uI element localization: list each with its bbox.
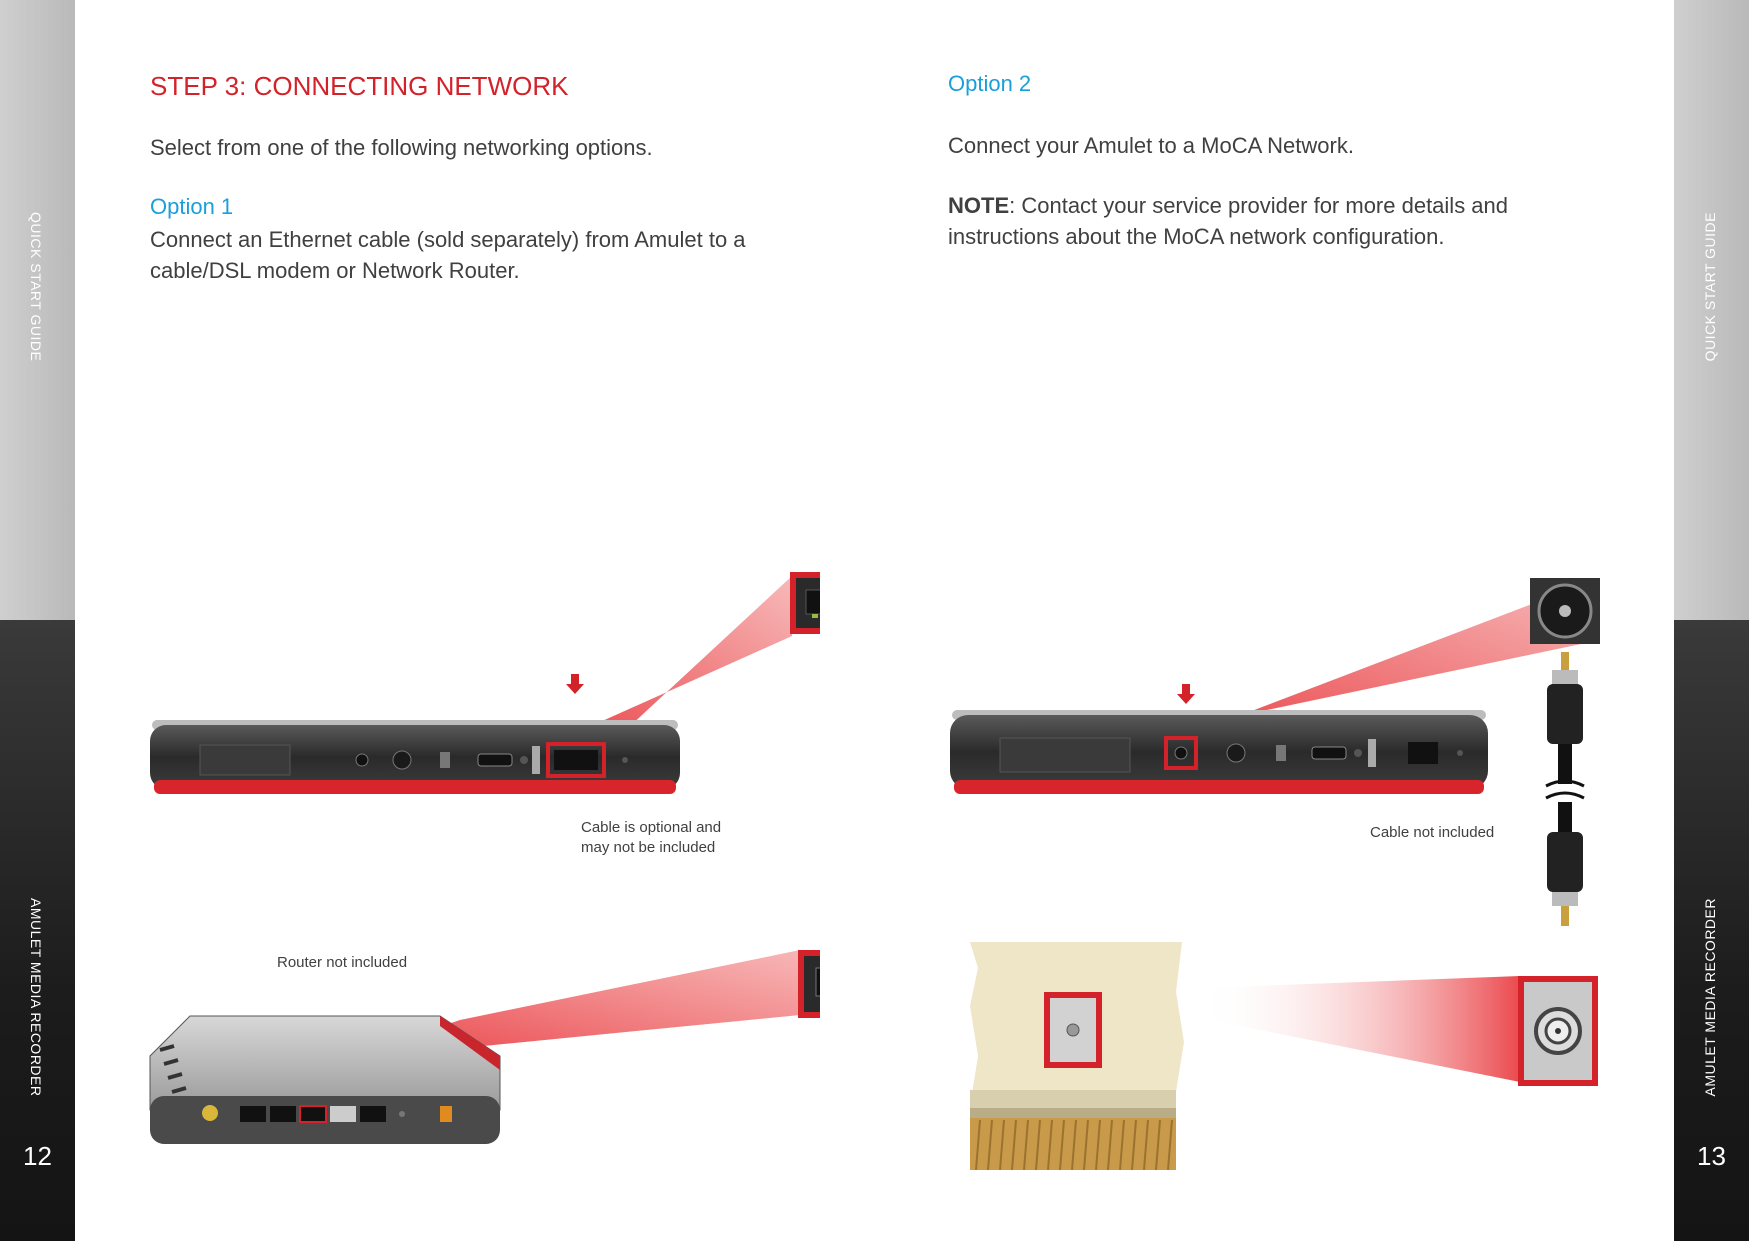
page-number-right: 13: [1697, 1141, 1726, 1171]
caption-cable-line2: may not be included: [581, 839, 716, 856]
note-label: NOTE: [948, 193, 1010, 218]
note-line1: NOTE: Contact your service provider for …: [948, 190, 1508, 221]
coax-cable: [1547, 684, 1583, 744]
arrow-down-icon: [1177, 684, 1195, 704]
option-2-text: Connect your Amulet to a MoCA Network.: [948, 133, 1354, 158]
note-text: : Contact your service provider for more…: [1009, 193, 1509, 218]
sidebar-label-product: AMULET MEDIA RECORDER: [1702, 898, 1718, 1097]
ethernet-connection-illustration: [149, 572, 820, 1144]
caption-cable-not-included: Cable not included: [1370, 824, 1495, 841]
sidebar-top-panel: [0, 0, 75, 620]
option-1-text-line1: Connect an Ethernet cable (sold separate…: [150, 227, 746, 252]
zoom-beam-bottom: [1200, 976, 1520, 1082]
sidebar-label-quick-start: QUICK START GUIDE: [1702, 212, 1718, 362]
right-sidebar: QUICK START GUIDE AMULET MEDIA RECORDER …: [1674, 0, 1749, 1241]
left-sidebar: QUICK START GUIDE AMULET MEDIA RECORDER …: [0, 0, 75, 1241]
option-1-text-line2: cable/DSL modem or Network Router.: [150, 258, 520, 283]
page-number-left: 12: [23, 1141, 52, 1171]
caption-router: Router not included: [277, 954, 408, 971]
option-1-heading: Option 1: [150, 194, 234, 219]
sidebar-top-panel: [1674, 0, 1749, 620]
sidebar-bottom-panel: [1674, 620, 1749, 1241]
intro-text: Select from one of the following network…: [150, 135, 653, 160]
sidebar-label-product: AMULET MEDIA RECORDER: [28, 898, 44, 1097]
zoom-beam-top: [560, 576, 792, 740]
zoom-beam-top: [1172, 578, 1600, 730]
sidebar-label-quick-start: QUICK START GUIDE: [28, 212, 44, 362]
arrow-down-icon: [566, 674, 584, 694]
moca-connection-illustration: [950, 578, 1600, 1170]
caption-cable-line1: Cable is optional and: [581, 819, 722, 836]
note-line2: instructions about the MoCA network conf…: [948, 224, 1445, 249]
page-title: STEP 3: CONNECTING NETWORK: [150, 71, 569, 101]
option-2-heading: Option 2: [948, 71, 1032, 96]
sidebar-bottom-panel: [0, 620, 75, 1241]
